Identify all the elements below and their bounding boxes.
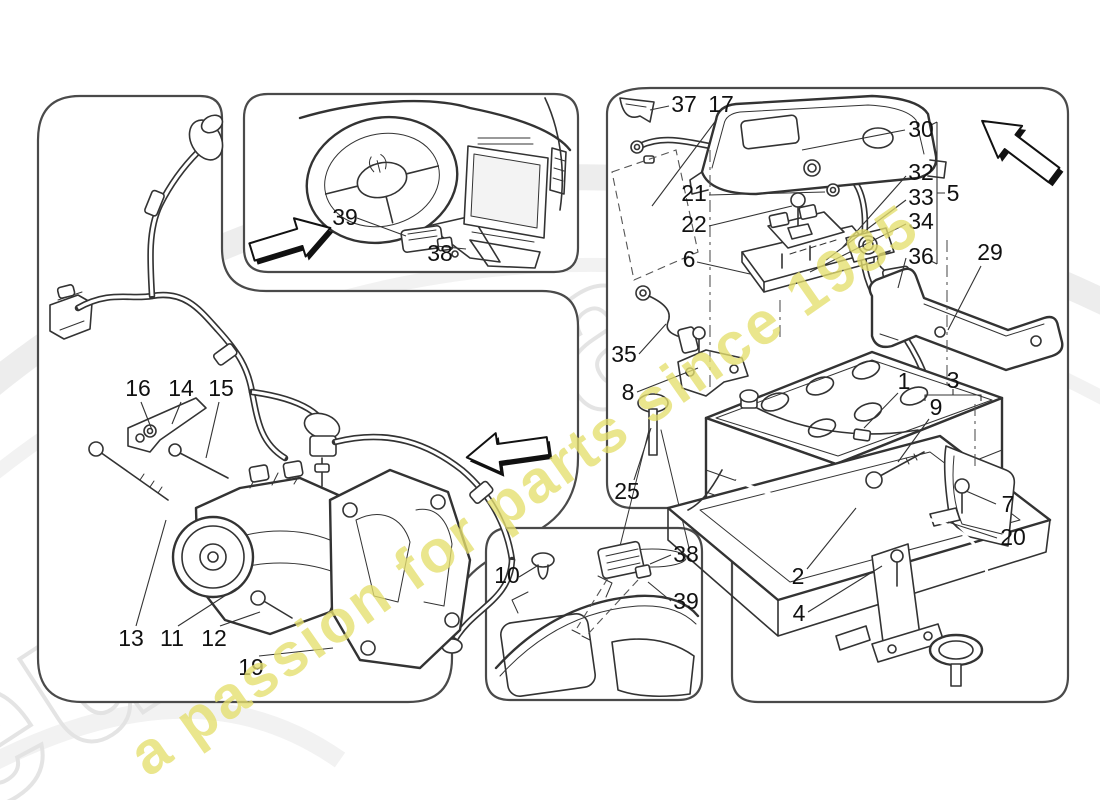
leader-line-15 (205, 401, 220, 459)
part-label-30: 30 (908, 116, 934, 142)
part-label-34: 34 (908, 208, 934, 234)
part-label-11: 11 (160, 625, 184, 651)
part-label-1: 1 (898, 368, 911, 394)
part-label-14: 14 (168, 375, 194, 401)
part-label-6: 6 (683, 246, 696, 272)
leader-line-20 (947, 521, 998, 539)
direction-arrow-left (465, 432, 553, 477)
leader-line-33 (825, 199, 907, 261)
part-label-38-roof: 38 (673, 541, 699, 567)
leader-line-37 (649, 105, 670, 111)
part-label-22: 22 (681, 211, 707, 237)
part-label-35: 35 (611, 341, 637, 367)
leader-line-16 (140, 401, 153, 431)
part-label-25: 25 (614, 478, 640, 504)
leader-line-19 (258, 647, 334, 657)
leader-line-1 (863, 392, 899, 429)
group-bracket-5 (930, 121, 945, 265)
part-label-2: 2 (792, 563, 805, 589)
part-label-19: 19 (238, 654, 264, 680)
leader-line-14 (171, 401, 182, 425)
group-bracket-3 (924, 389, 982, 401)
leader-line-36 (897, 257, 907, 289)
leader-line-13 (135, 519, 167, 627)
part-label-37: 37 (671, 91, 697, 117)
leader-line-32 (841, 175, 907, 249)
leader-line-30 (801, 129, 906, 151)
leader-line-39-dash (356, 217, 407, 237)
dashboard-drawing (298, 97, 572, 269)
leader-line-2 (806, 507, 857, 570)
leader-line-4 (807, 565, 883, 613)
part-label-29: 29 (977, 239, 1003, 265)
part-label-39-dash: 39 (332, 204, 358, 230)
part-label-9: 9 (930, 394, 943, 420)
part-label-3: 3 (947, 367, 960, 393)
leader-line-11 (177, 587, 238, 627)
leader-line-9 (897, 418, 930, 463)
leader-line-25 (633, 427, 652, 481)
leader-line-7 (965, 490, 997, 505)
part-label-15: 15 (208, 375, 234, 401)
leader-line-29 (947, 265, 982, 331)
leader-line-12 (219, 611, 261, 627)
part-label-8: 8 (622, 379, 635, 405)
part-label-17: 17 (708, 91, 734, 117)
leader-line-38-dash (435, 245, 467, 250)
direction-arrow-up-right (248, 217, 334, 265)
part-label-4: 4 (793, 600, 806, 626)
battery-assembly-drawing (611, 94, 1064, 687)
leader-line-39-roof (647, 581, 672, 602)
part-label-38-dash: 38 (427, 240, 453, 266)
part-label-10: 10 (494, 562, 520, 588)
leader-line-38-roof (649, 554, 672, 565)
leader-line-17 (651, 118, 718, 207)
leader-line-10 (518, 565, 538, 578)
battery-harness-drawing (49, 114, 516, 654)
part-label-33: 33 (908, 184, 934, 210)
leader-line-22 (708, 205, 793, 227)
leader-line-8 (636, 367, 699, 393)
leader-line-21 (708, 191, 826, 196)
part-label-36: 36 (908, 243, 934, 269)
part-label-39-roof: 39 (673, 588, 699, 614)
part-label-7: 7 (1002, 491, 1015, 517)
roof-antenna-drawing (494, 540, 700, 698)
part-label-13: 13 (118, 625, 144, 651)
part-label-5: 5 (947, 180, 960, 206)
leader-line-34 (809, 223, 907, 273)
part-label-16: 16 (125, 375, 151, 401)
part-label-12: 12 (201, 625, 227, 651)
trident-logo (368, 154, 387, 173)
part-label-20: 20 (1000, 524, 1026, 550)
leader-line-6 (696, 261, 751, 275)
alternator-drawing (88, 397, 472, 670)
direction-arrow-up-left (981, 119, 1064, 187)
leader-line-35 (638, 323, 667, 355)
part-label-21: 21 (681, 180, 707, 206)
part-label-32: 32 (908, 159, 934, 185)
